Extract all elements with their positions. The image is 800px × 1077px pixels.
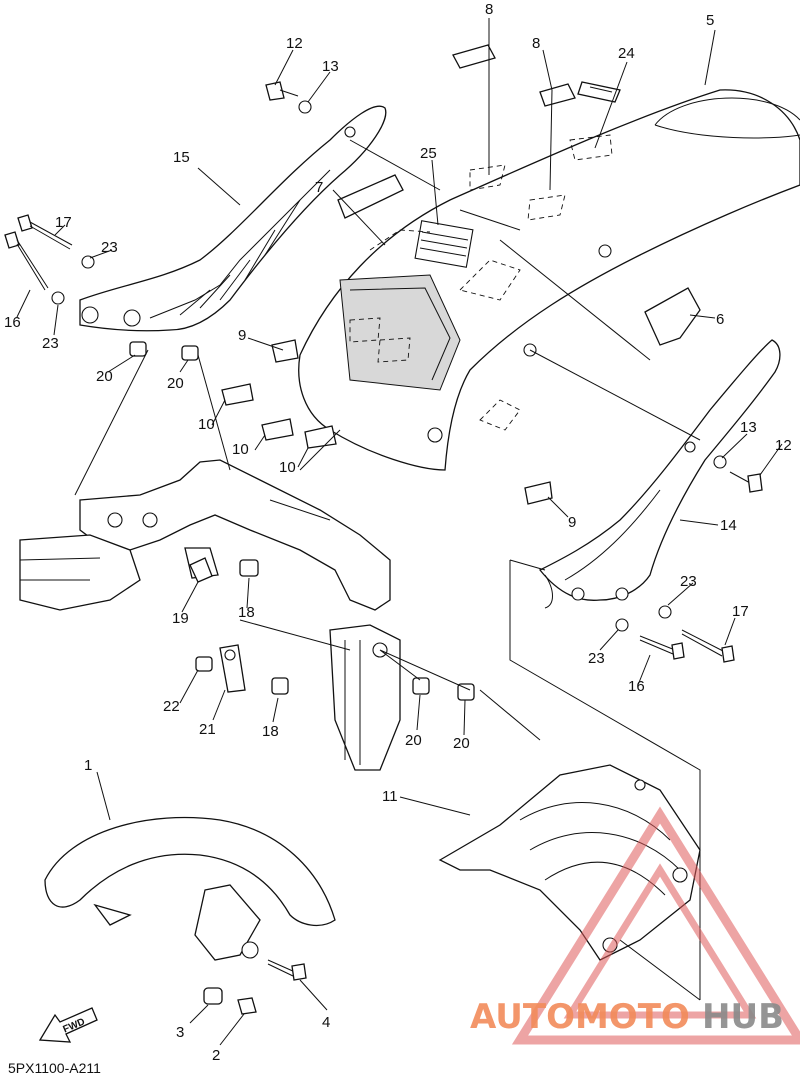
callout-4: 4 (322, 1014, 330, 1031)
callout-20c: 20 (405, 732, 422, 749)
callout-9a: 9 (238, 327, 246, 344)
side-cover-right (538, 339, 781, 609)
callout-20a: 20 (96, 368, 113, 385)
callout-21: 21 (199, 721, 216, 738)
callouts: 1 2 3 4 5 6 7 8 8 9 9 10 10 10 11 12 12 … (4, 1, 792, 1064)
callout-12a: 12 (286, 35, 303, 52)
callout-7: 7 (315, 179, 323, 196)
label-7 (337, 174, 404, 219)
callout-6: 6 (716, 311, 724, 328)
side-cover-left (79, 105, 387, 332)
callout-10a: 10 (198, 416, 215, 433)
callout-23a: 23 (101, 239, 118, 256)
callout-13b: 13 (740, 419, 757, 436)
callout-10b: 10 (232, 441, 249, 458)
callout-24: 24 (618, 45, 635, 62)
callout-23b: 23 (42, 335, 59, 352)
callout-1: 1 (84, 757, 92, 774)
watermark-text-auto: AUTOMOTO (470, 997, 690, 1037)
fwd-arrow-icon (38, 1007, 98, 1043)
callout-19: 19 (172, 610, 189, 627)
callout-13a: 13 (322, 58, 339, 75)
callout-17a: 17 (55, 214, 72, 231)
watermark-text-hub: HUB (702, 997, 784, 1037)
callout-18a: 18 (238, 604, 255, 621)
callout-22: 22 (163, 698, 180, 715)
callout-14: 14 (720, 517, 737, 534)
frame (19, 459, 401, 771)
callout-15: 15 (173, 149, 190, 166)
callout-23d: 23 (588, 650, 605, 667)
callout-12b: 12 (775, 437, 792, 454)
callout-20d: 20 (453, 735, 470, 752)
callout-8b: 8 (532, 35, 540, 52)
callout-3: 3 (176, 1024, 184, 1041)
fasteners (4, 81, 763, 1015)
callout-10c: 10 (279, 459, 296, 476)
watermark-triangle (511, 806, 800, 1045)
mud-guard (438, 764, 701, 961)
callout-23c: 23 (680, 573, 697, 590)
front-fender (44, 816, 336, 961)
callout-18b: 18 (262, 723, 279, 740)
callout-11: 11 (382, 788, 398, 805)
watermark (511, 806, 800, 1045)
leader-lines (16, 18, 783, 1046)
label-6 (644, 287, 701, 346)
callout-16b: 16 (628, 678, 645, 695)
callout-5: 5 (706, 12, 714, 29)
callout-2: 2 (212, 1047, 220, 1064)
callout-20b: 20 (167, 375, 184, 392)
callout-17b: 17 (732, 603, 749, 620)
label-8-top (452, 44, 621, 107)
callout-25: 25 (420, 145, 437, 162)
diagram-code: 5PX1100-A211 (8, 1060, 101, 1076)
callout-16a: 16 (4, 314, 21, 331)
callout-9b: 9 (568, 514, 576, 531)
callout-8a: 8 (485, 1, 493, 18)
